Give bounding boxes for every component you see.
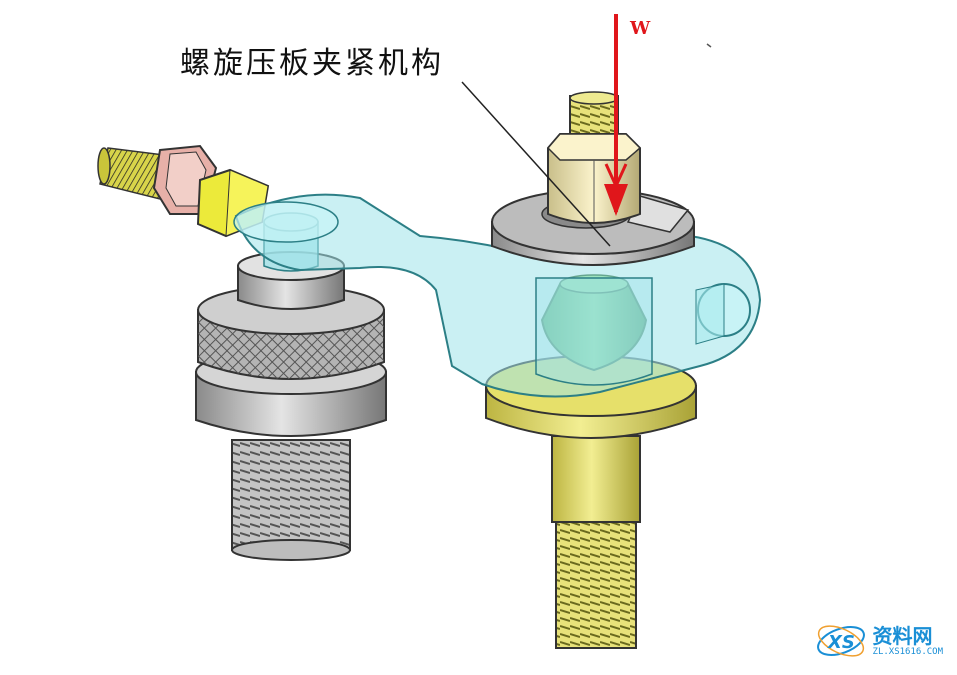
watermark-url: ZL.XS1616.COM xyxy=(872,646,943,657)
diagram-title: 螺旋压板夹紧机构 xyxy=(180,46,444,81)
watermark: XS 资料网 ZL.XS1616.COM xyxy=(815,619,943,663)
clamp-stud xyxy=(485,355,697,649)
knurled-nut-assembly xyxy=(195,212,387,561)
force-arrow xyxy=(604,14,628,216)
force-label: W xyxy=(630,18,651,39)
hex-nut xyxy=(546,91,642,224)
leader-line xyxy=(461,81,611,247)
svg-text:XS: XS xyxy=(827,632,855,653)
watermark-logo-icon: XS xyxy=(816,625,865,657)
c-washer xyxy=(491,189,695,266)
watermark-name: 资料网 xyxy=(872,623,933,648)
stray-mark xyxy=(706,43,712,48)
watermark-text: 资料网 ZL.XS1616.COM xyxy=(873,625,943,658)
